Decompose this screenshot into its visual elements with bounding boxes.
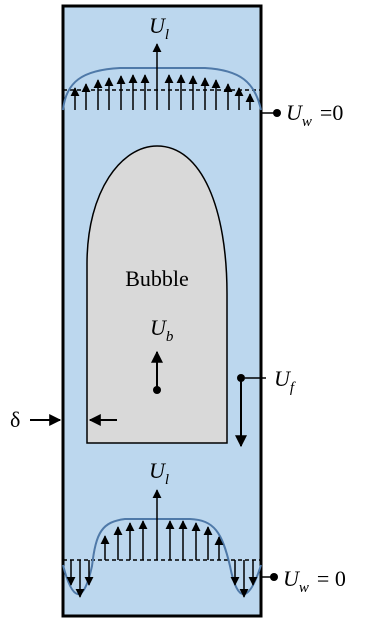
top-wall-dot (273, 109, 281, 117)
bottom-wall-dot (270, 573, 278, 581)
film-thickness-label: δ (10, 407, 20, 432)
bottom-velocity-arrows-up (100, 489, 224, 560)
top-velocity-label: Ul (149, 13, 169, 43)
top-velocity-profile (62, 67, 262, 111)
bottom-velocity-label: Ul (149, 458, 169, 488)
bottom-wall-velocity-label: Uw= 0 (283, 566, 346, 596)
bubble-label: Bubble (125, 266, 189, 291)
film-dot (237, 374, 245, 382)
film-velocity-label: Uf (274, 366, 296, 396)
bubble-shape (86, 145, 228, 444)
bubble-velocity-label: Ub (150, 315, 174, 345)
bubble-center-dot (153, 386, 161, 394)
bottom-velocity-arrows-down (66, 560, 258, 598)
top-wall-velocity-label: Uw=0 (286, 100, 343, 130)
top-velocity-arrows (70, 43, 255, 110)
